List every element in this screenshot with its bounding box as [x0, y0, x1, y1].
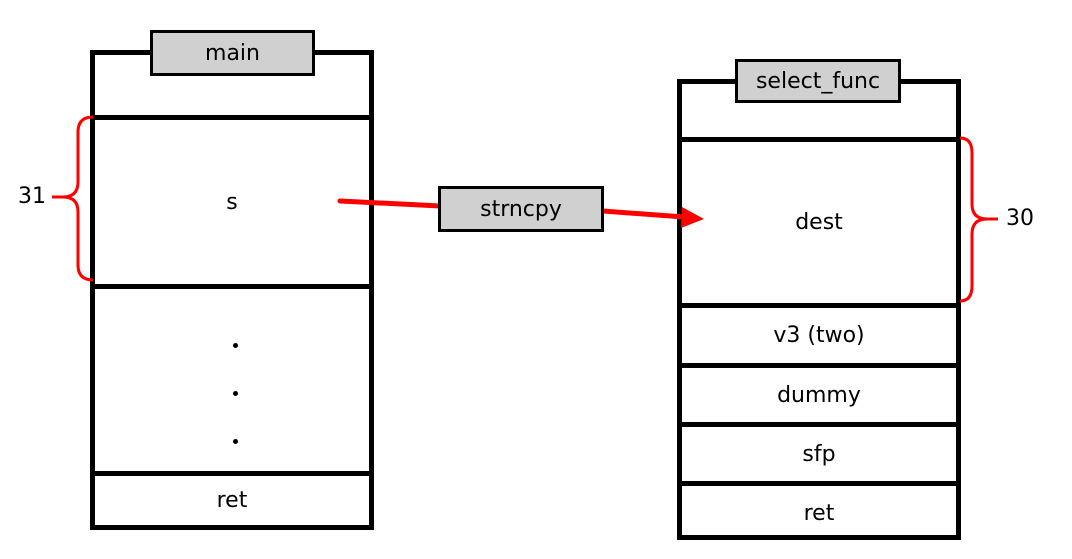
main-cell-s-label: s — [226, 189, 238, 215]
strncpy-call-label: strncpy — [480, 196, 562, 222]
select-func-v3-divider — [682, 363, 956, 368]
main-cell-ret-label: ret — [216, 488, 248, 513]
select-func-cell-dest-label: dest — [795, 210, 843, 235]
main-header-divider — [95, 115, 369, 120]
select-func-title-tab: select_func — [735, 59, 901, 103]
ellipsis-dot-3 — [233, 439, 238, 444]
select-func-dummy-divider — [682, 422, 956, 427]
main-stack-frame: s ret — [90, 50, 374, 530]
select-func-cell-sfp: sfp — [682, 427, 956, 481]
main-cell-s: s — [95, 120, 369, 284]
ellipsis-dot-2 — [233, 391, 238, 396]
left-brace-icon — [62, 115, 94, 282]
select-func-dest-size-label: 30 — [1006, 206, 1034, 231]
main-s-size-label: 31 — [18, 184, 46, 209]
select-func-cell-dest: dest — [682, 142, 956, 303]
ellipsis-dot-1 — [233, 343, 238, 348]
main-title: main — [205, 40, 260, 66]
main-ret-divider — [95, 471, 369, 476]
select-func-header-divider — [682, 137, 956, 142]
select-func-dest-divider — [682, 303, 956, 308]
strncpy-call-box: strncpy — [438, 186, 604, 232]
main-cell-ret: ret — [95, 476, 369, 525]
select-func-cell-ret-label: ret — [803, 500, 835, 526]
arrow-line-right — [600, 208, 687, 220]
select-func-cell-ret: ret — [682, 486, 956, 540]
select-func-cell-dummy: dummy — [682, 368, 956, 422]
main-s-divider — [95, 284, 369, 289]
right-brace-icon — [959, 136, 988, 303]
select-func-cell-dummy-label: dummy — [777, 382, 861, 408]
select-func-title: select_func — [755, 68, 881, 94]
select-func-cell-sfp-label: sfp — [802, 441, 836, 467]
select-func-stack-frame: dest v3 (two) dummy sfp ret — [677, 79, 961, 540]
select-func-cell-v3-label: v3 (two) — [773, 323, 865, 348]
select-func-cell-v3: v3 (two) — [682, 308, 956, 363]
select-func-sfp-divider — [682, 481, 956, 486]
main-title-tab: main — [150, 30, 315, 76]
